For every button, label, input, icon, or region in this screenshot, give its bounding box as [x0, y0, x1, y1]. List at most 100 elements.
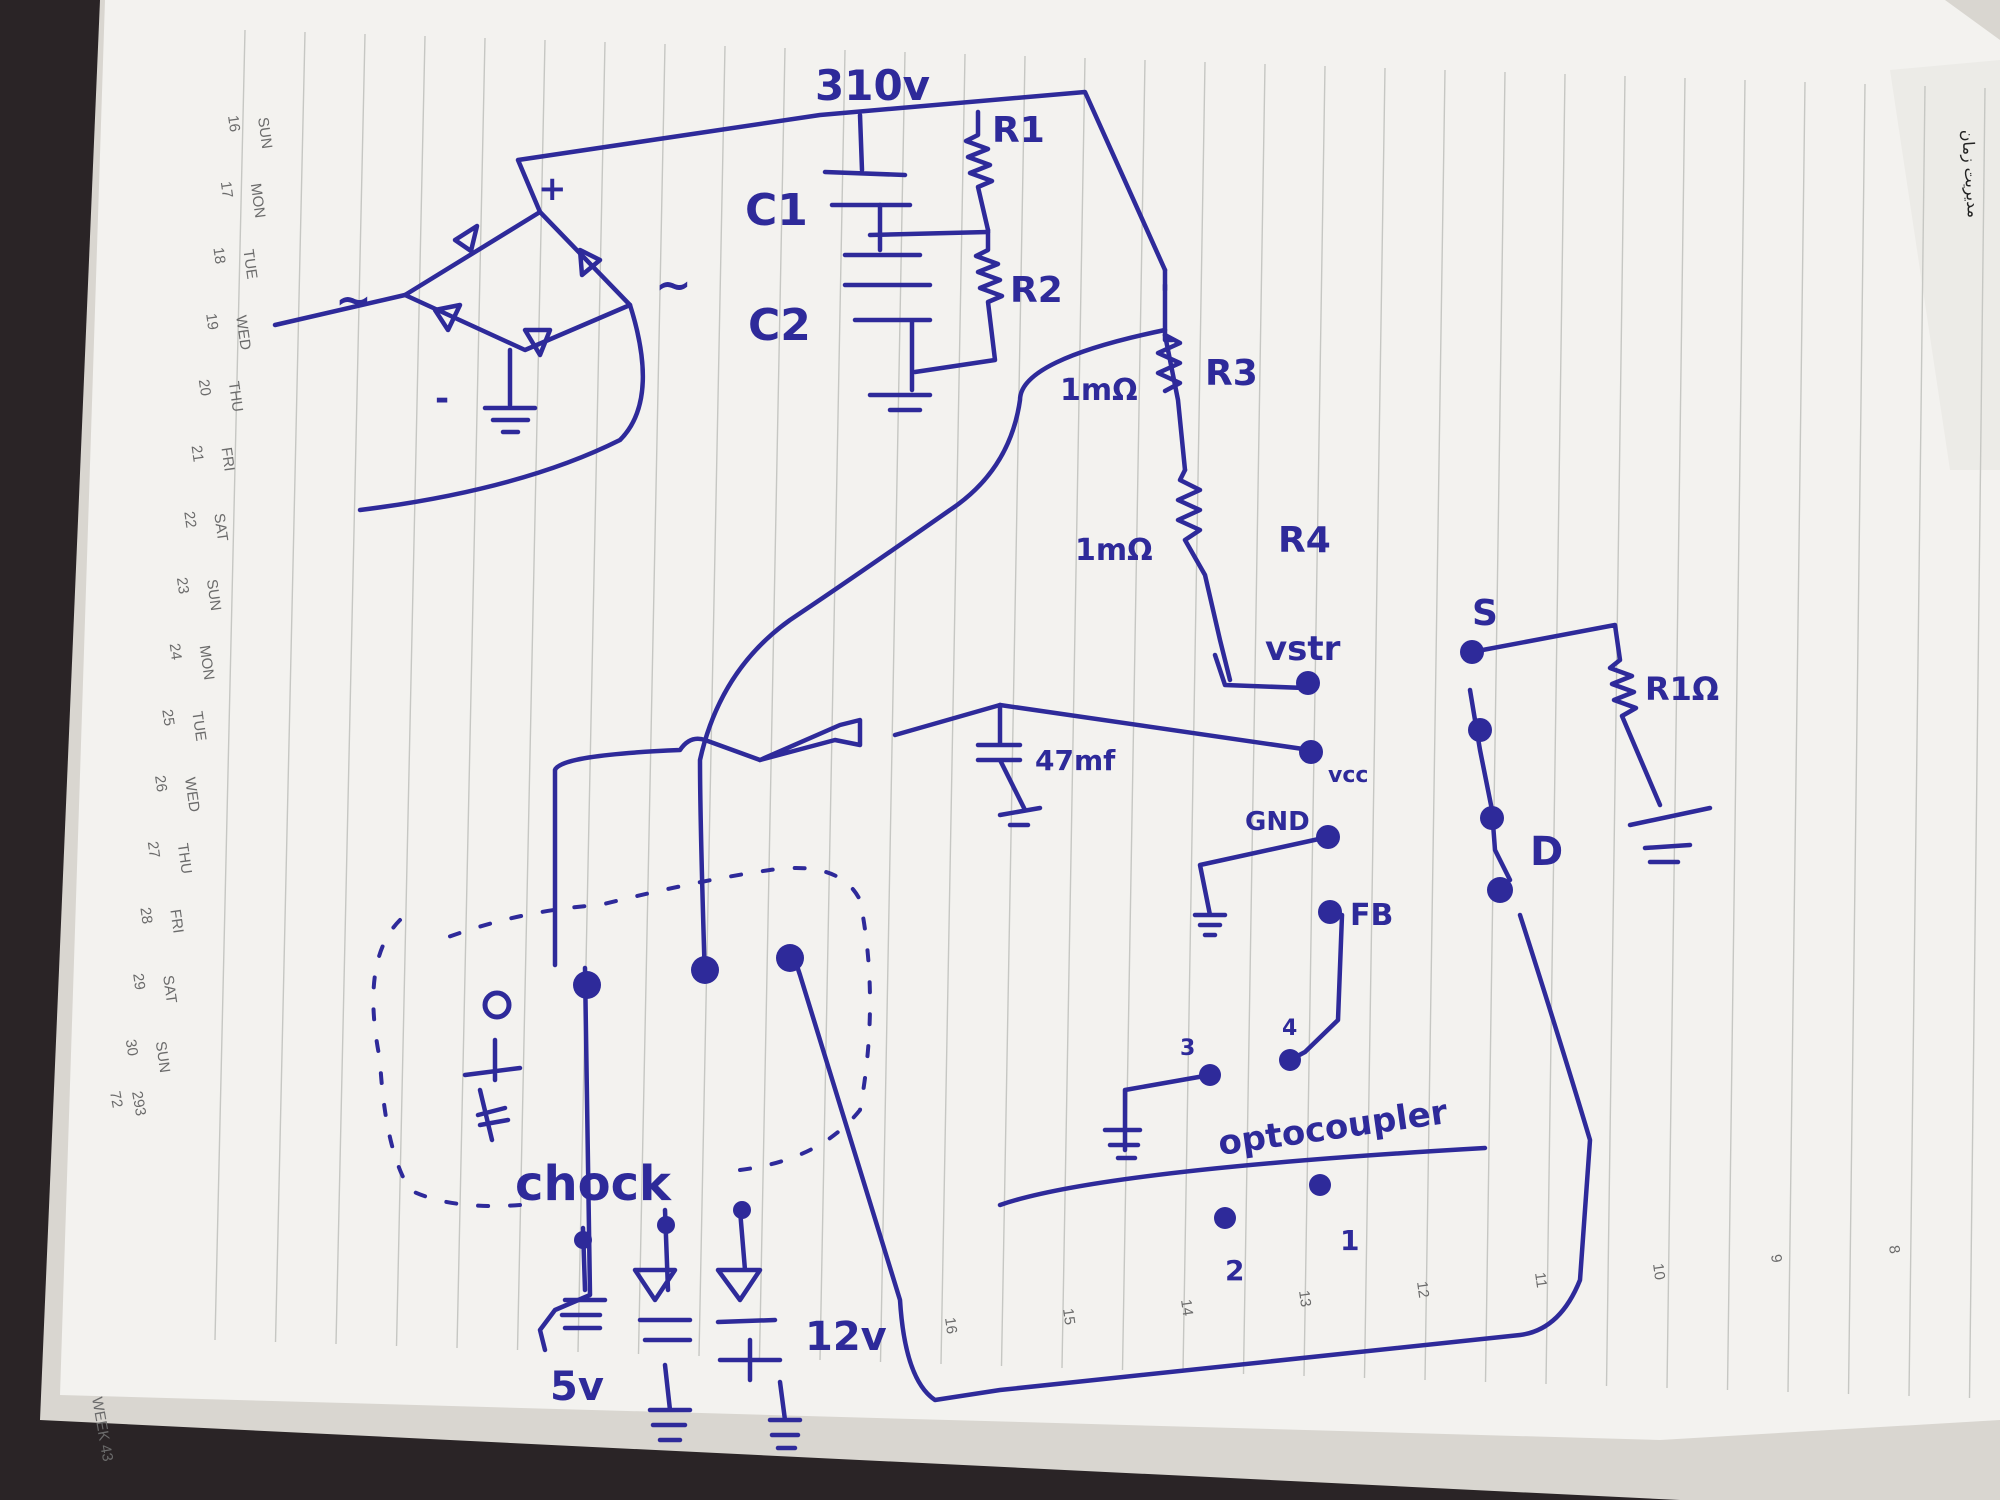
chock-ground — [462, 1037, 523, 1143]
chock-node-1 — [573, 971, 601, 999]
label-47mf: 47mf — [1035, 744, 1116, 777]
calendar-day-number: 30 — [122, 1038, 141, 1057]
hour-label: 9 — [1767, 1253, 1785, 1264]
resistor-r4 — [1175, 467, 1233, 683]
ruled-line — [214, 29, 246, 1341]
label-d: D — [1530, 829, 1563, 875]
ac-input-right — [357, 302, 646, 513]
ruled-line — [1968, 87, 1986, 1399]
r3-top — [1162, 282, 1175, 343]
ruled-line — [1363, 67, 1386, 1379]
chock-outline — [371, 866, 872, 1208]
sense-resistor — [1469, 622, 1713, 865]
calendar-day-name: TUE — [188, 710, 209, 742]
chock-node-3 — [776, 944, 804, 972]
opto-divider — [997, 1145, 1488, 1208]
ac-input-left — [272, 292, 408, 328]
label-s: S — [1472, 593, 1498, 634]
ruled-line — [1000, 55, 1026, 1367]
out-node-gnd — [574, 1231, 592, 1249]
ruled-line — [395, 35, 426, 1347]
ruled-line — [1847, 83, 1866, 1395]
drain-wire — [792, 912, 1593, 1403]
ruled-line — [456, 37, 486, 1349]
calendar-day-name: TUE — [239, 248, 260, 280]
ruled-line — [698, 45, 726, 1357]
notebook-page — [60, 0, 2000, 1440]
schematic-labels: 310v C1 C2 R1 R2 1mΩ R3 1mΩ R4 + - ~ ~ v… — [335, 61, 1719, 1410]
node-dots — [482, 640, 1513, 1249]
hour-label: 16 — [941, 1316, 960, 1335]
hour-label: 12 — [1413, 1280, 1432, 1299]
calendar-day-number: 17 — [217, 180, 236, 199]
calendar-day-number: 19 — [202, 312, 221, 331]
calendar-day-number: 25 — [158, 708, 177, 727]
ruled-line — [1061, 57, 1086, 1369]
ruled-line — [1303, 65, 1326, 1377]
bridge-outline — [402, 209, 633, 353]
opto-pin-2 — [1214, 1207, 1236, 1229]
gnd-wire — [1192, 834, 1331, 938]
hour-label: 8 — [1885, 1244, 1903, 1255]
ruled-line — [1484, 71, 1506, 1383]
aux-winding-wire — [552, 736, 763, 968]
chock-node-2 — [691, 956, 719, 984]
label-fb: FB — [1350, 898, 1393, 933]
hour-label: 15 — [1059, 1307, 1078, 1326]
calendar-day-number: 23 — [173, 576, 192, 595]
label-plus: + — [538, 169, 567, 209]
ruled-line — [1182, 61, 1206, 1373]
opto-pin-3 — [1199, 1064, 1221, 1086]
label-ac-left: ~ — [335, 275, 372, 326]
dc-bus — [515, 89, 1168, 273]
day-counter-bottom: 72 — [106, 1090, 126, 1109]
ruled-line — [335, 33, 366, 1345]
capacitor-c2 — [852, 317, 933, 413]
calendar-strip: SUN16MON17TUE18WED19THU20FRI21SAT22SUN23… — [122, 114, 275, 1074]
day-counter-top: 293 — [128, 1090, 149, 1118]
opto-pin-1 — [1309, 1174, 1331, 1196]
calendar-day-number: 29 — [129, 972, 148, 991]
bulk-capacitors — [822, 109, 1005, 413]
label-c1: C1 — [745, 185, 808, 236]
calendar-day-name: FRI — [218, 446, 238, 472]
ruled-line — [1666, 77, 1686, 1389]
d-pin-2 — [1487, 877, 1513, 903]
label-opto-pin-2: 2 — [1225, 1254, 1244, 1287]
chock-ground-node — [482, 990, 512, 1020]
vcc-pin — [1299, 740, 1323, 764]
label-r3-value: 1mΩ — [1060, 373, 1138, 408]
resistor-r1 — [963, 109, 995, 233]
output-12v-diode — [715, 1207, 783, 1383]
hour-label: 13 — [1295, 1289, 1314, 1308]
startup-resistors — [1155, 267, 1308, 691]
hour-label: 14 — [1177, 1298, 1196, 1317]
capacitor-c2-top — [842, 202, 933, 288]
vcc-diode — [757, 717, 863, 763]
ruled-line — [274, 31, 306, 1343]
label-ac-right: ~ — [655, 260, 692, 311]
calendar-day-name: FRI — [166, 908, 186, 934]
label-310v: 310v — [815, 61, 930, 110]
ruled-line — [819, 49, 846, 1361]
ruled-line — [1787, 81, 1806, 1393]
calendar-day-name: SUN — [203, 578, 224, 612]
label-opto-pin-4: 4 — [1282, 1016, 1297, 1041]
mid-pin — [1468, 718, 1492, 742]
label-r2: R2 — [1010, 270, 1063, 311]
out-node-12v — [733, 1201, 751, 1219]
ruled-line — [1545, 73, 1566, 1385]
opto-pin-4 — [1279, 1049, 1301, 1071]
vcc-supply — [552, 702, 1313, 968]
bridge-ground — [482, 347, 538, 435]
label-r-sense: R1Ω — [1645, 670, 1719, 708]
calendar-day-number: 27 — [144, 840, 163, 859]
ruled-line — [516, 39, 546, 1351]
ruled-line — [940, 53, 966, 1365]
calendar-day-name: SUN — [254, 116, 275, 150]
output-12v-ground — [767, 1379, 803, 1451]
calendar-day-number: 16 — [224, 114, 243, 133]
ruled-line — [1242, 63, 1266, 1375]
label-r4: R4 — [1278, 520, 1331, 561]
